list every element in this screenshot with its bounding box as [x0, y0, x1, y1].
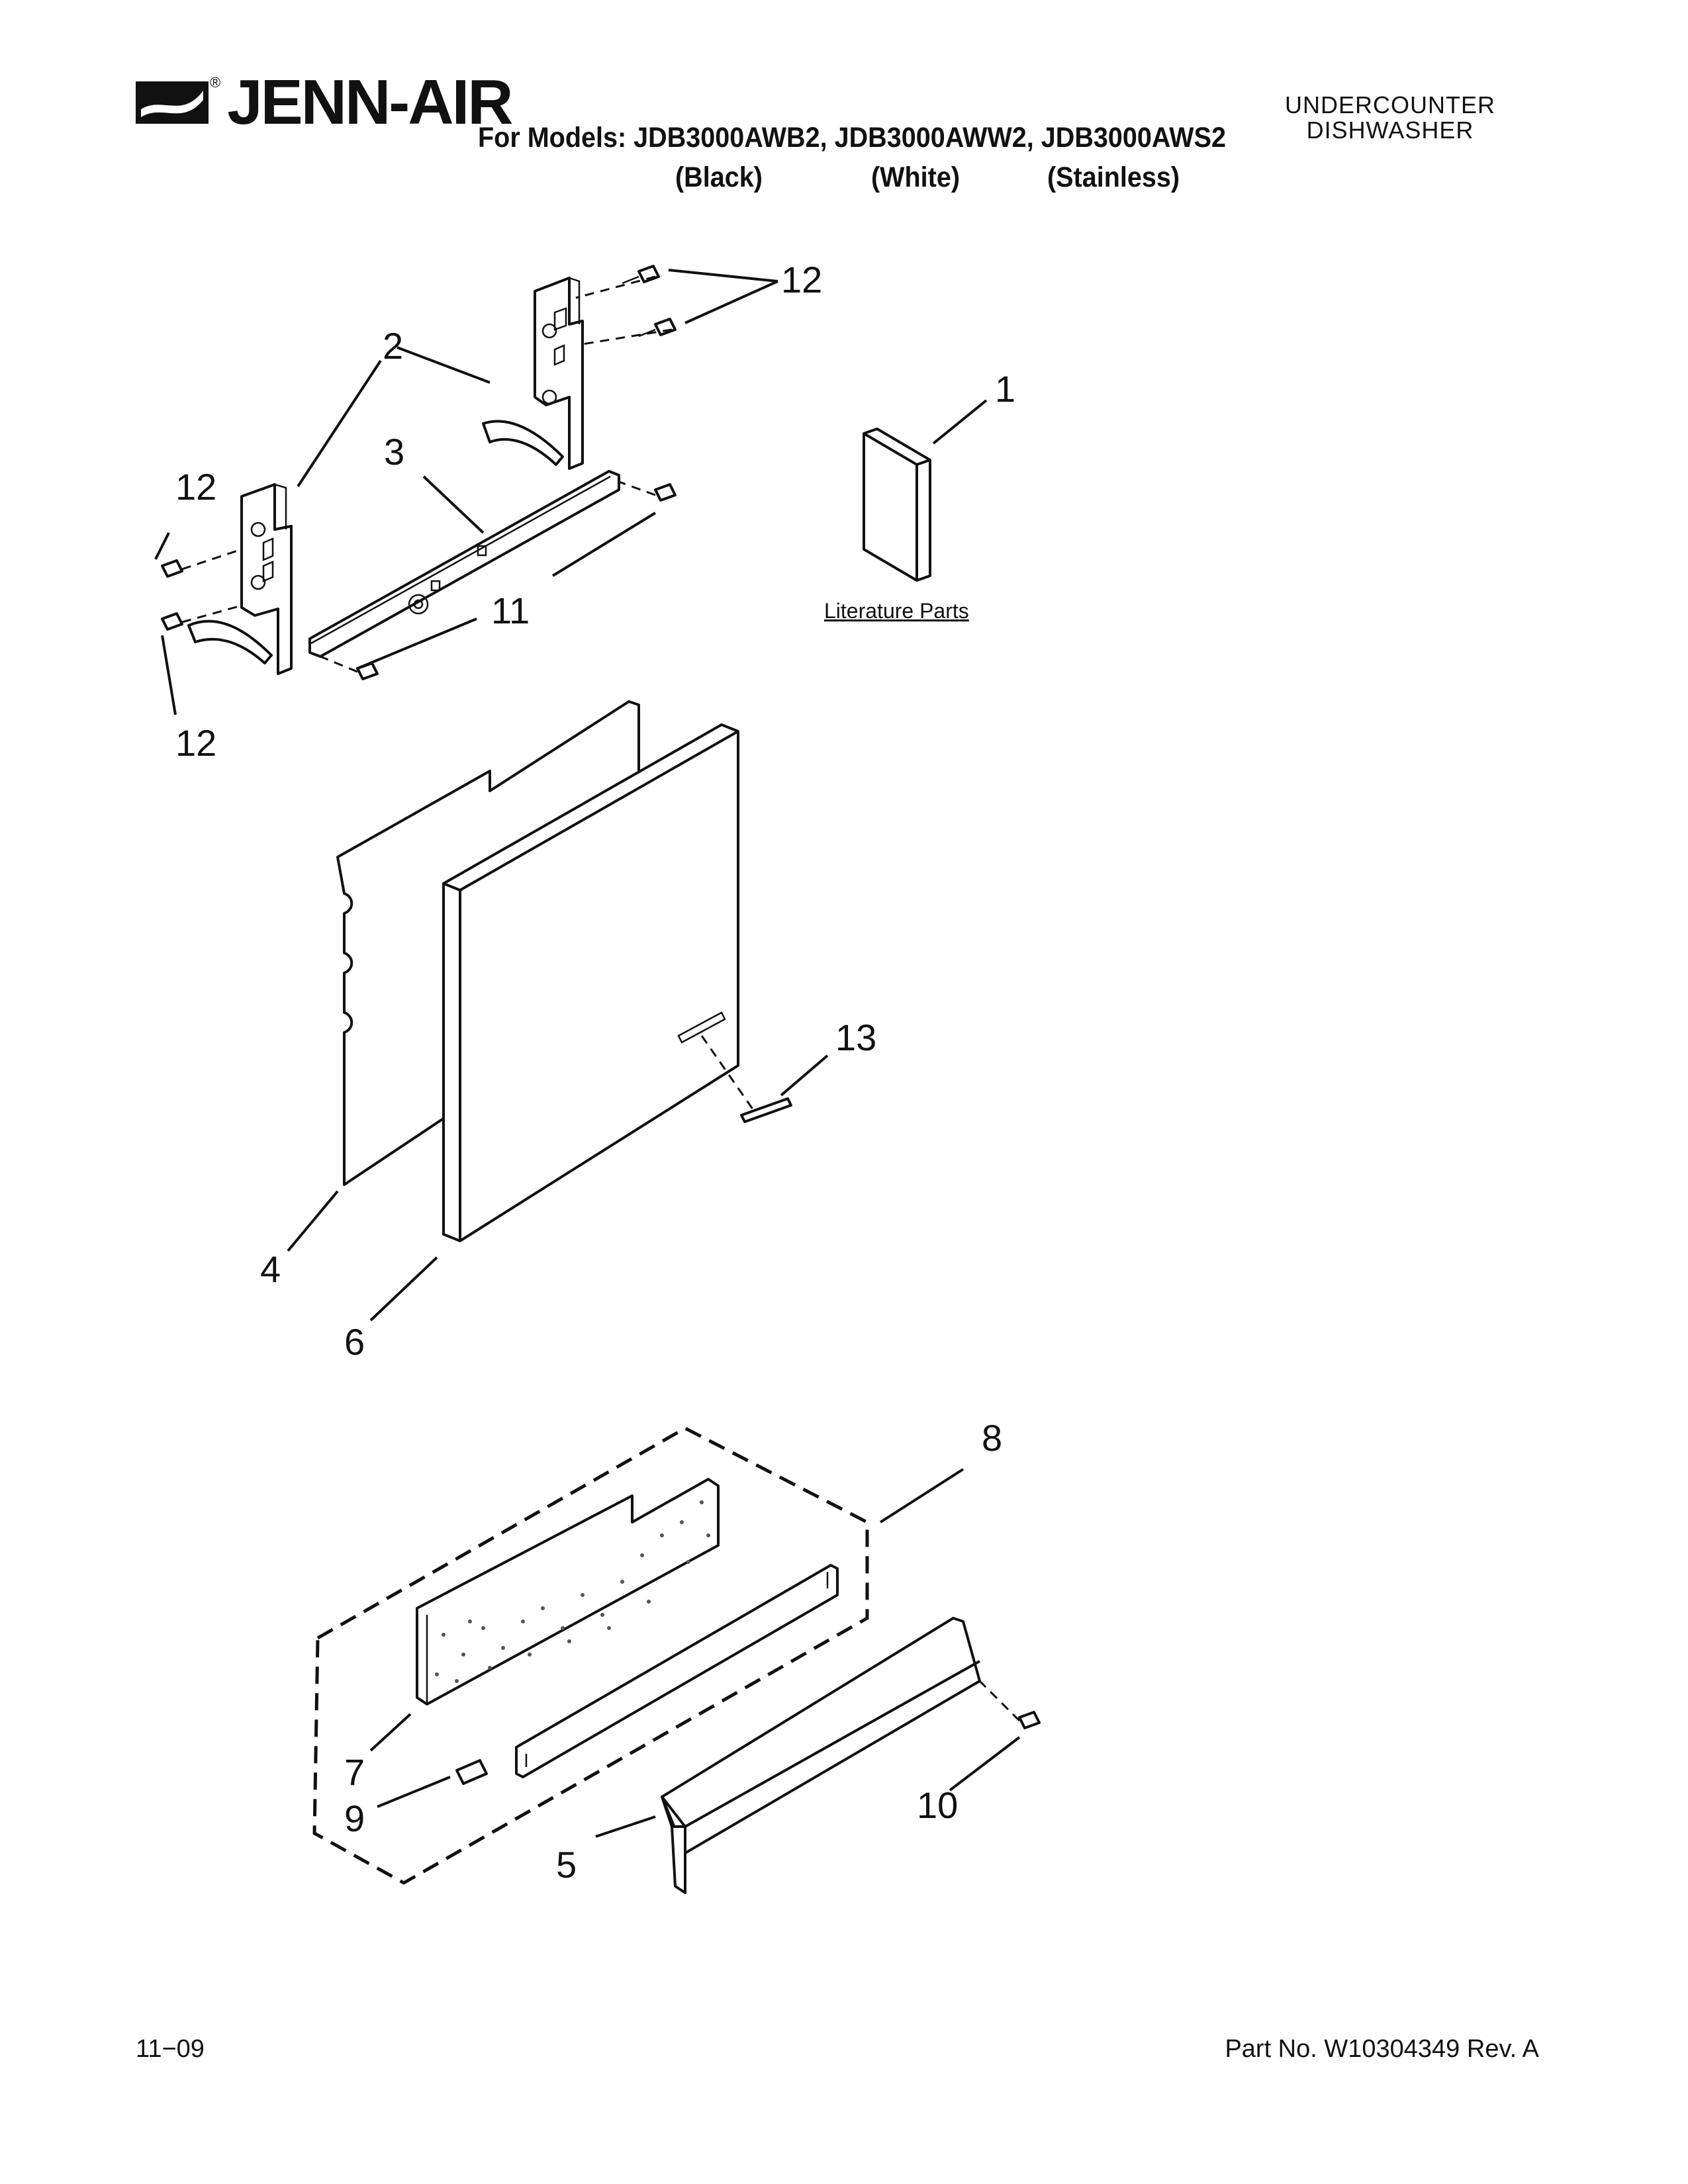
brand-logo: ® JENN-AIR: [136, 66, 514, 139]
callout-2: 2: [383, 325, 404, 367]
jenn-air-swoosh-icon: [136, 81, 209, 124]
part-number: Part No. W10304349 Rev. A: [1225, 2035, 1539, 2063]
outer-door-panel: [442, 723, 739, 1242]
product-line-2: DISHWASHER: [1306, 116, 1474, 144]
color-stainless: (Stainless): [1047, 161, 1180, 193]
literature-parts-label: Literature Parts: [824, 599, 969, 623]
color-black: (Black): [675, 161, 763, 193]
callout-4: 4: [260, 1248, 281, 1290]
callout-6: 6: [344, 1321, 365, 1363]
kit-outline: [312, 1426, 869, 1885]
product-line-1: UNDERCOUNTER: [1285, 91, 1495, 118]
toe-kick-panel: [661, 1617, 981, 1894]
literature-booklet: [863, 428, 931, 582]
callout-12-bottom: 12: [175, 722, 217, 764]
leader-arrows: [154, 269, 1021, 1838]
registered-mark: ®: [210, 74, 221, 91]
callout-3: 3: [384, 431, 405, 473]
callout-12-top: 12: [781, 259, 823, 300]
models-line: For Models: JDB3000AWB2, JDB3000AWW2, JD…: [478, 122, 1227, 154]
toe-kick-screw: [978, 1680, 1041, 1729]
callout-13: 13: [835, 1017, 877, 1058]
toe-panel-bracket: [455, 1564, 839, 1785]
color-white: (White): [871, 161, 961, 193]
date-code: 11−09: [136, 2035, 205, 2063]
callout-7: 7: [344, 1751, 365, 1793]
hinge-bracket-left: [187, 483, 293, 675]
insulation-pad: [416, 1478, 720, 1706]
callout-5: 5: [556, 1844, 577, 1886]
product-type: UNDERCOUNTER DISHWASHER: [1238, 93, 1542, 143]
door-rail: [308, 470, 620, 658]
brand-name: JENN-AIR: [227, 67, 513, 138]
callout-9: 9: [344, 1797, 365, 1839]
callout-12-left: 12: [175, 466, 217, 508]
screws: [161, 265, 677, 680]
callout-8: 8: [982, 1417, 1003, 1459]
hinge-bracket-right: [482, 277, 584, 470]
callout-11: 11: [491, 590, 530, 631]
door-badge-clip: [700, 1035, 792, 1123]
callout-1: 1: [995, 368, 1016, 410]
callout-10: 10: [917, 1784, 959, 1826]
